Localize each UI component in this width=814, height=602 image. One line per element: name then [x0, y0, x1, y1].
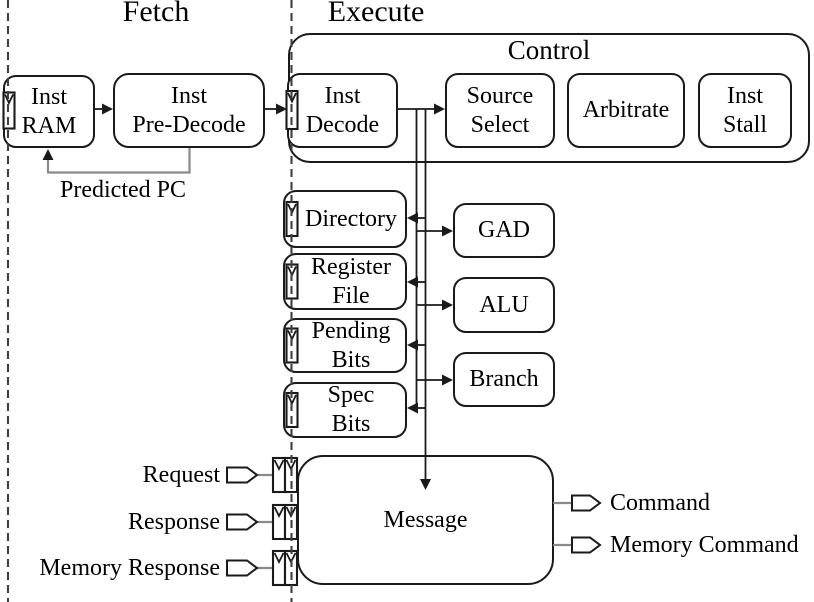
alu-label: ALU — [479, 291, 529, 318]
register-file-label: Register File — [311, 253, 391, 309]
command-port-label: Command — [610, 490, 710, 516]
memory-command-port-label: Memory Command — [610, 532, 799, 558]
message-block: Message — [297, 455, 554, 585]
branch-block: Branch — [453, 352, 555, 407]
memory-command-port-arrow-icon — [571, 536, 602, 554]
command-port-arrow-icon — [571, 494, 602, 512]
predicted-pc-label: Predicted PC — [60, 177, 186, 203]
request-port-arrow-icon — [226, 466, 259, 484]
alu-block: ALU — [453, 277, 555, 333]
gad-block: GAD — [453, 203, 555, 258]
response-double-latch-icon — [271, 503, 299, 541]
inst-pre-decode-block: Inst Pre-Decode — [113, 73, 265, 148]
execute-stage-title: Execute — [327, 0, 425, 28]
pending-bits-block: Pending Bits — [283, 318, 407, 373]
arrowhead-into-instram — [42, 149, 54, 160]
arrowhead-into-pending-bits — [407, 339, 418, 351]
pending-bits-label: Pending Bits — [311, 317, 391, 373]
register-file-block: Register File — [283, 253, 407, 310]
arrowhead-into-branch — [442, 374, 453, 386]
inst-stall-label: Inst Stall — [722, 82, 767, 138]
arbitrate-label: Arbitrate — [582, 97, 670, 123]
spec-bits-block: Spec Bits — [283, 382, 407, 438]
wire-predicted-pc — [46, 148, 191, 174]
arrowhead-into-register-file — [407, 276, 418, 288]
fetch-stage-title: Fetch — [122, 0, 190, 28]
memory-response-port-label: Memory Response — [39, 555, 220, 581]
directory-label: Directory — [305, 205, 397, 232]
arrowhead-into-predecode — [102, 103, 113, 115]
arrowhead-into-alu — [442, 299, 453, 311]
branch-label: Branch — [469, 366, 539, 392]
arbitrate-block: Arbitrate — [567, 73, 685, 148]
request-port-label: Request — [142, 462, 220, 488]
directory-block: Directory — [283, 190, 407, 248]
inst-stall-block: Inst Stall — [698, 73, 792, 148]
inst-pre-decode-label: Inst Pre-Decode — [132, 82, 246, 138]
inst-ram-label: Inst RAM — [21, 83, 77, 139]
inst-ram-block: Inst RAM — [3, 75, 95, 148]
memory-response-double-latch-icon — [271, 549, 299, 587]
source-select-block: Source Select — [445, 73, 555, 148]
response-port-label: Response — [128, 509, 220, 535]
control-group-label: Control — [507, 35, 591, 65]
arrowhead-into-gad — [442, 225, 453, 237]
spec-bits-label: Spec Bits — [327, 382, 375, 437]
arrowhead-into-directory — [407, 212, 418, 224]
inst-decode-block: Inst Decode — [287, 73, 398, 148]
message-label: Message — [383, 506, 468, 533]
arrowhead-into-instdecode — [276, 103, 287, 115]
gad-label: GAD — [478, 217, 530, 243]
response-port-arrow-icon — [226, 513, 259, 531]
inst-decode-label: Inst Decode — [305, 82, 380, 138]
arrowhead-into-spec-bits — [407, 402, 418, 414]
memory-response-port-arrow-icon — [226, 559, 259, 577]
request-double-latch-icon — [271, 456, 299, 494]
source-select-label: Source Select — [466, 82, 534, 138]
